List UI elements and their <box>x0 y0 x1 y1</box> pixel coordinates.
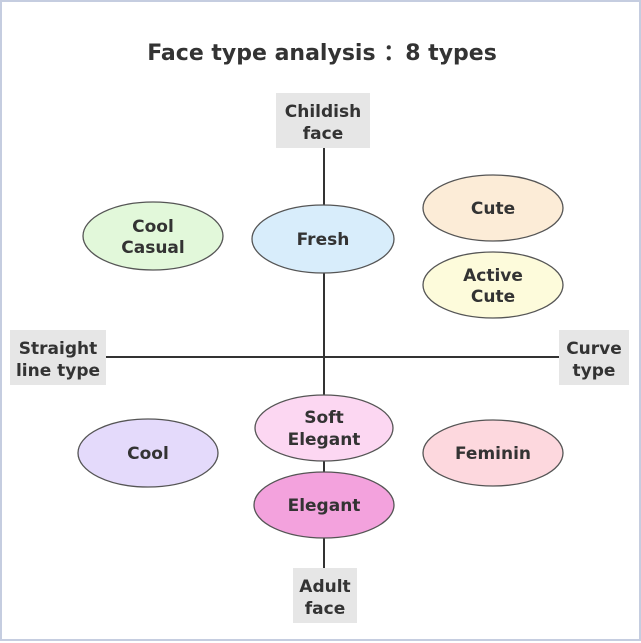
svg-text:Curve: Curve <box>566 339 622 359</box>
type-elegant: Elegant <box>253 471 395 539</box>
svg-text:Active: Active <box>463 266 523 286</box>
type-fresh: Fresh <box>251 204 395 274</box>
svg-text:Elegant: Elegant <box>288 496 361 516</box>
svg-text:type: type <box>573 361 616 381</box>
svg-text:line type: line type <box>16 361 100 381</box>
svg-text:Childish: Childish <box>285 102 361 122</box>
type-active-cute: Active Cute <box>422 251 564 319</box>
type-cool-casual: Cool Casual <box>82 201 224 271</box>
svg-text:Fresh: Fresh <box>297 230 350 250</box>
svg-text:face: face <box>303 124 343 144</box>
svg-text:Cool: Cool <box>127 444 169 464</box>
svg-text:Soft: Soft <box>304 408 343 428</box>
type-cute: Cute <box>422 174 564 242</box>
type-feminin: Feminin <box>422 419 564 487</box>
svg-text:Straight: Straight <box>19 339 97 359</box>
axis-label-adult-face: Adult face <box>293 568 357 623</box>
type-cool: Cool <box>77 418 219 488</box>
svg-text:Feminin: Feminin <box>455 444 531 464</box>
diagram-title: Face type analysis ：8 types <box>147 41 497 66</box>
svg-text:Cute: Cute <box>471 287 515 307</box>
svg-text:Adult: Adult <box>299 577 350 597</box>
axis-label-childish-face: Childish face <box>276 93 370 148</box>
svg-text:Cute: Cute <box>471 199 515 219</box>
axis-label-straight-line-type: Straight line type <box>10 330 106 385</box>
svg-text:Casual: Casual <box>121 238 184 258</box>
svg-text:Elegant: Elegant <box>288 430 361 450</box>
axis-label-curve-type: Curve type <box>559 330 629 385</box>
type-soft-elegant: Soft Elegant <box>254 394 394 462</box>
svg-text:Cool: Cool <box>132 217 174 237</box>
svg-text:face: face <box>305 599 345 619</box>
